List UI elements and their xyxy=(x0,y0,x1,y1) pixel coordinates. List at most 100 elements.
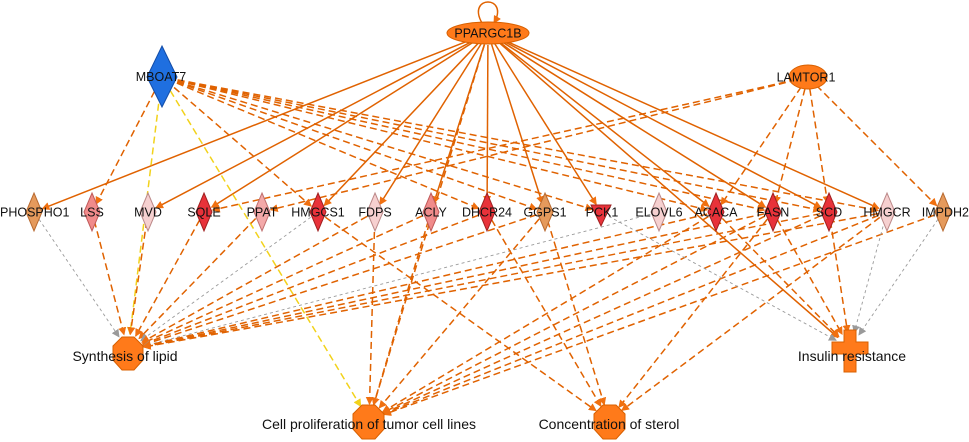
node-cell-proliferation[interactable]: Cell proliferation of tumor cell lines xyxy=(262,404,476,440)
edge-scd-to-synthesis_lipid xyxy=(142,212,821,350)
node-label: Insulin resistance xyxy=(798,348,906,364)
edge-mvd-to-synthesis_lipid xyxy=(127,220,148,336)
edge-scd-to-cell_prolif xyxy=(382,215,822,415)
node-ggps1[interactable]: GGPS1 xyxy=(523,191,567,233)
edge-hmgcr-to-insulin_res xyxy=(852,220,886,334)
node-label: FASN xyxy=(757,206,790,220)
edge-phospho1-to-synthesis_lipid xyxy=(38,219,120,338)
edge-acaca-to-insulin_res xyxy=(721,217,840,338)
node-dhcr24[interactable]: DHCR24 xyxy=(462,191,512,233)
node-synthesis-of-lipid[interactable]: Synthesis of lipid xyxy=(72,336,178,371)
edges-layer xyxy=(38,1,939,416)
node-label: DHCR24 xyxy=(462,206,512,220)
edge-ppargc1b-to-fdps xyxy=(379,42,483,206)
node-label: PPARGC1B xyxy=(454,27,521,41)
node-label: ELOVL6 xyxy=(635,206,682,220)
node-impdh2[interactable]: IMPDH2 xyxy=(922,191,969,233)
edge-ppargc1b-to-ppargc1b xyxy=(477,1,501,24)
node-ppat[interactable]: PPAT xyxy=(247,191,278,233)
node-sqle[interactable]: SQLE xyxy=(187,191,221,233)
edge-acly-to-cell_prolif xyxy=(371,220,430,406)
edge-lamtor1-to-scd xyxy=(809,88,831,205)
node-label: PHOSPHO1 xyxy=(0,206,70,220)
node-fdps[interactable]: FDPS xyxy=(358,191,392,233)
node-acly[interactable]: ACLY xyxy=(415,191,448,233)
edge-mboat7-to-fasn xyxy=(177,79,766,213)
edge-mboat7-to-pck1 xyxy=(177,80,594,212)
node-label: Synthesis of lipid xyxy=(72,348,177,364)
node-lss[interactable]: LSS xyxy=(80,191,104,233)
node-label: LAMTOR1 xyxy=(777,71,836,85)
edge-ppat-to-synthesis_lipid xyxy=(138,217,257,340)
node-label: MBOAT7 xyxy=(136,70,187,84)
node-label: Concentration of sterol xyxy=(539,416,680,432)
node-ppargc1b[interactable]: PPARGC1B xyxy=(446,21,530,45)
node-label: PCK1 xyxy=(586,206,619,220)
node-label: FDPS xyxy=(358,206,391,220)
node-phospho1[interactable]: PHOSPHO1 xyxy=(0,191,70,233)
edge-acaca-to-synthesis_lipid xyxy=(142,213,708,349)
node-scd[interactable]: SCD xyxy=(816,191,842,233)
node-fasn[interactable]: FASN xyxy=(757,191,790,233)
edge-ppargc1b-to-fasn xyxy=(497,38,767,208)
edge-scd-to-insulin_res xyxy=(829,220,851,334)
edge-mboat7-to-hmgcr xyxy=(177,79,880,214)
node-acaca[interactable]: ACACA xyxy=(694,191,738,233)
edge-ggps1-to-cell_prolif xyxy=(378,218,540,409)
edge-ppargc1b-to-dhcr24 xyxy=(483,44,492,204)
edge-sqle-to-synthesis_lipid xyxy=(135,219,201,337)
node-label: ACACA xyxy=(694,206,738,220)
edge-ppargc1b-to-mvd xyxy=(155,37,478,209)
edge-lamtor1-to-impdh2 xyxy=(815,84,938,207)
node-hmgcr[interactable]: HMGCR xyxy=(863,191,911,233)
node-label: HMGCR xyxy=(863,206,910,220)
node-concentration-of-sterol[interactable]: Concentration of sterol xyxy=(539,404,680,440)
edge-fasn-to-synthesis_lipid xyxy=(142,213,765,350)
edge-mboat7-to-hmgcs1 xyxy=(173,86,312,207)
edge-fdps-to-synthesis_lipid xyxy=(141,215,368,343)
edge-acly-to-synthesis_lipid xyxy=(141,215,424,345)
edge-fasn-to-conc_sterol xyxy=(618,218,768,409)
edge-acaca-to-cell_prolif xyxy=(381,215,709,413)
edge-impdh2-to-insulin_res xyxy=(858,219,939,336)
node-elovl6[interactable]: ELOVL6 xyxy=(635,191,683,233)
node-pck1[interactable]: PCK1 xyxy=(586,204,619,228)
edge-ppargc1b-to-hmgcr xyxy=(498,37,880,210)
edge-hmgcr-to-conc_sterol xyxy=(620,216,881,412)
edge-lamtor1-to-sqle xyxy=(211,78,797,213)
node-label: IMPDH2 xyxy=(922,206,969,220)
edge-lamtor1-to-acaca xyxy=(720,86,802,206)
edge-hmgcs1-to-synthesis_lipid xyxy=(140,216,311,342)
node-lamtor1[interactable]: LAMTOR1 xyxy=(777,64,836,90)
edge-hmgcr-to-cell_prolif xyxy=(382,214,879,416)
edge-dhcr24-to-conc_sterol xyxy=(490,219,602,408)
edge-impdh2-to-cell_prolif xyxy=(383,214,935,416)
edge-ggps1-to-conc_sterol xyxy=(546,220,607,406)
edge-ppargc1b-to-phospho1 xyxy=(41,36,478,210)
edge-fasn-to-cell_prolif xyxy=(382,215,766,414)
edge-hmgcs1-to-conc_sterol xyxy=(324,216,597,412)
node-label: ACLY xyxy=(415,206,447,220)
node-label: Cell proliferation of tumor cell lines xyxy=(262,416,476,432)
edge-hmgcr-to-synthesis_lipid xyxy=(142,212,879,350)
node-hmgcs1[interactable]: HMGCS1 xyxy=(291,191,345,233)
edge-ppargc1b-to-hmgcs1 xyxy=(323,41,481,207)
edge-fdps-to-cell_prolif xyxy=(365,220,376,405)
node-label: MVD xyxy=(134,206,162,220)
node-mvd[interactable]: MVD xyxy=(134,191,162,233)
node-label: HMGCS1 xyxy=(291,206,345,220)
edge-pck1-to-insulin_res xyxy=(608,215,837,341)
node-label: PPAT xyxy=(247,206,278,220)
edge-ppargc1b-to-pck1 xyxy=(493,42,597,206)
node-label: SQLE xyxy=(187,206,220,220)
edge-ggps1-to-synthesis_lipid xyxy=(142,214,537,347)
edge-mboat7-to-ggps1 xyxy=(176,81,538,211)
nodes-layer: PPARGC1B MBOAT7 LAMTOR1 PHOSPHO1 LSS MVD… xyxy=(0,21,969,440)
node-label: SCD xyxy=(816,206,842,220)
edge-ppargc1b-to-sqle xyxy=(210,38,479,208)
node-mboat7[interactable]: MBOAT7 xyxy=(136,44,187,109)
node-insulin-resistance[interactable]: Insulin resistance xyxy=(798,329,906,373)
edge-mboat7-to-acaca xyxy=(177,80,709,213)
